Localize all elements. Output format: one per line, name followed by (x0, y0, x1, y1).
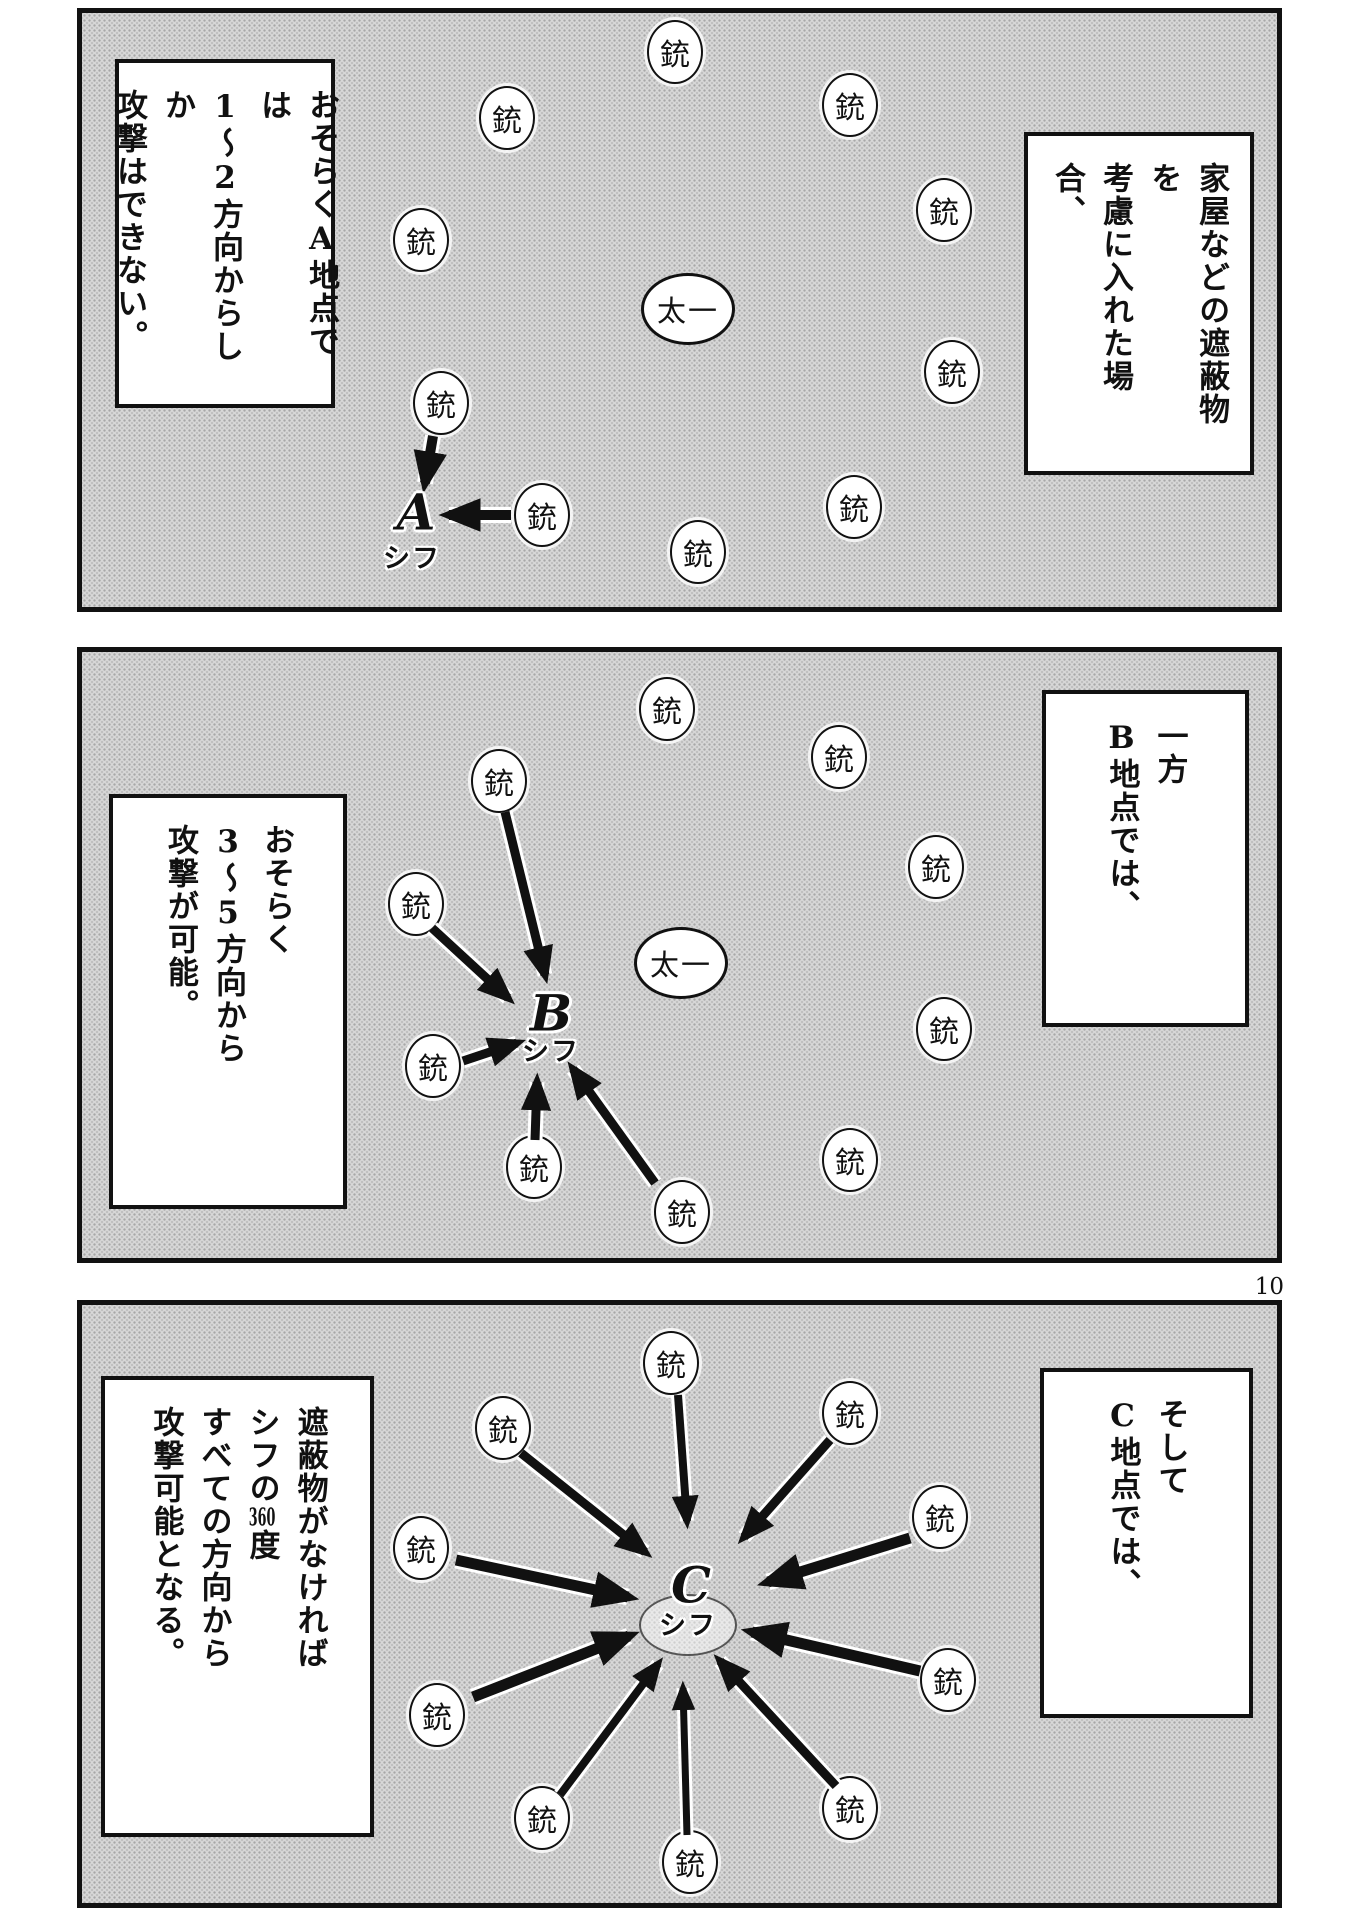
point-label-a: A (396, 482, 436, 542)
gun-marker: 銃 (409, 1683, 465, 1747)
target-taichi-marker: 太一 (641, 273, 735, 345)
gun-marker: 銃 (916, 178, 972, 242)
caption-text: 家屋などの遮蔽物を考慮に入れた場合、 (1048, 162, 1230, 426)
gun-marker: 銃 (471, 749, 527, 813)
gun-marker: 銃 (822, 1128, 878, 1192)
gun-marker: 銃 (811, 725, 867, 789)
page-number: 10 (1254, 1274, 1284, 1300)
gun-marker: 銃 (393, 1516, 449, 1580)
gun-marker: 銃 (647, 20, 703, 84)
gun-marker: 銃 (662, 1830, 718, 1894)
gun-marker: 銃 (908, 835, 964, 899)
shifu-ellipse (639, 1594, 737, 1656)
gun-marker: 銃 (920, 1648, 976, 1712)
gun-marker: 銃 (514, 483, 570, 547)
panel-a-caption-right: 家屋などの遮蔽物を考慮に入れた場合、 (1024, 132, 1254, 475)
gun-marker: 銃 (639, 677, 695, 741)
gun-marker: 銃 (826, 475, 882, 539)
gun-marker: 銃 (413, 371, 469, 435)
gun-marker: 銃 (506, 1135, 562, 1199)
caption-text: 遮蔽物がなければシフの360度すべての方向から攻撃可能となる。 (147, 1406, 328, 1670)
gun-marker: 銃 (822, 73, 878, 137)
shifu-label: シフ (522, 1036, 580, 1068)
gun-marker: 銃 (479, 86, 535, 150)
gun-marker: 銃 (912, 1485, 968, 1549)
panel-c-caption-left: 遮蔽物がなければシフの360度すべての方向から攻撃可能となる。 (101, 1376, 374, 1837)
shifu-label: シフ (659, 1610, 717, 1642)
gun-marker: 銃 (388, 872, 444, 936)
gun-marker: 銃 (405, 1034, 461, 1098)
gun-marker: 銃 (924, 340, 980, 404)
gun-marker: 銃 (393, 208, 449, 272)
gun-marker: 銃 (916, 997, 972, 1061)
gun-marker: 銃 (514, 1786, 570, 1850)
shifu-label: シフ (383, 543, 441, 575)
gun-marker: 銃 (475, 1396, 531, 1460)
point-label-b: B (529, 983, 573, 1043)
gun-marker: 銃 (670, 520, 726, 584)
gun-marker: 銃 (643, 1331, 699, 1395)
target-taichi-marker: 太一 (634, 927, 728, 999)
gun-marker: 銃 (822, 1776, 878, 1840)
gun-marker: 銃 (654, 1180, 710, 1244)
point-label-c: C (671, 1555, 711, 1615)
gun-marker: 銃 (822, 1381, 878, 1445)
